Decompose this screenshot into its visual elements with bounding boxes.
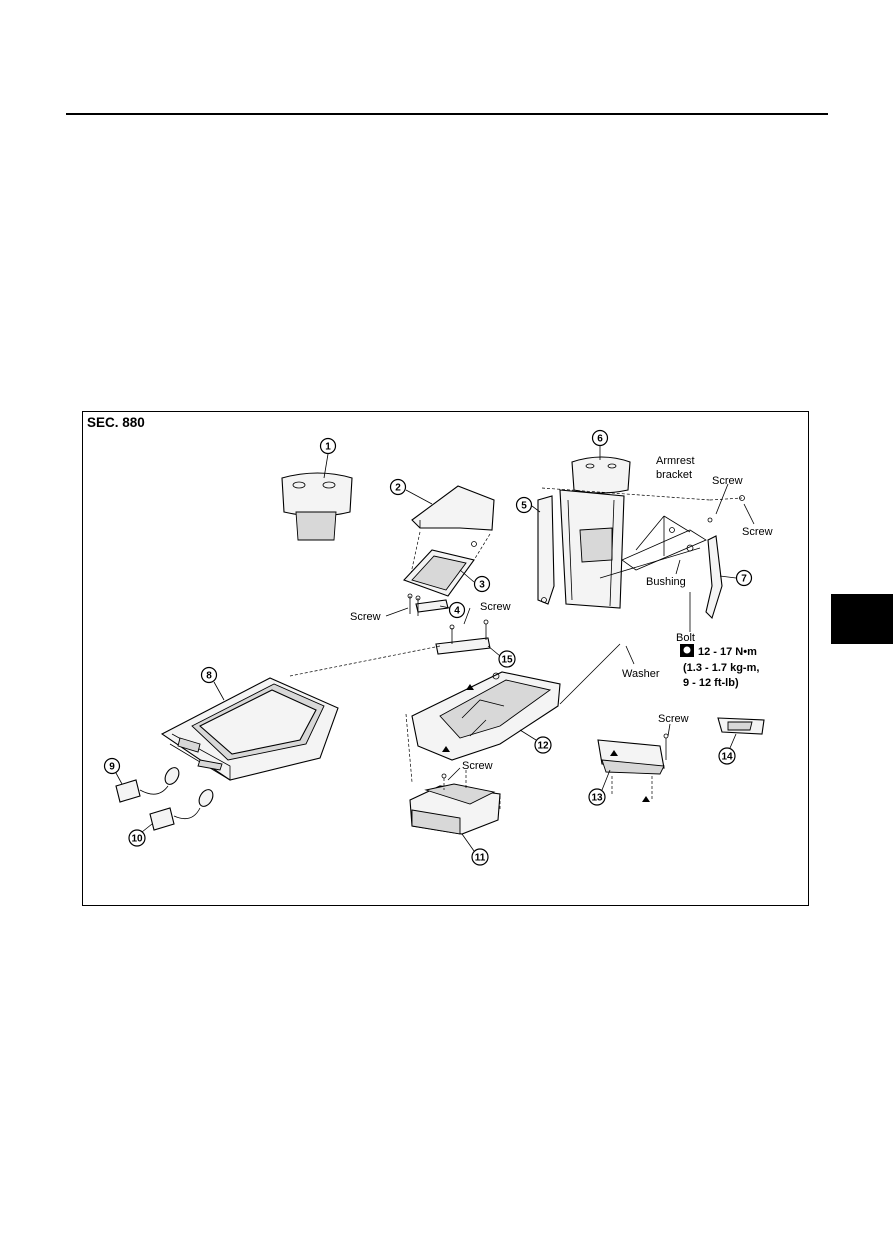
header-rule [66, 113, 828, 115]
part-lamp-harness-9 [115, 767, 180, 803]
svg-text:12: 12 [537, 741, 549, 752]
bushing-label: Bushing [646, 576, 686, 588]
part-hinge-plate [435, 619, 491, 655]
screw-label-left: Screw [350, 611, 381, 623]
svg-text:1: 1 [325, 442, 331, 453]
part-rear-armrest-pad [571, 456, 631, 494]
torque-line-2: (1.3 - 1.7 kg-m, [683, 662, 759, 674]
svg-text:11: 11 [475, 853, 486, 864]
callout-15: 15 [487, 645, 516, 668]
callout-3: 3 [459, 569, 491, 593]
part-right-side-trim [705, 495, 745, 620]
callout-11: 11 [461, 833, 489, 866]
part-lamp-harness-10 [149, 789, 214, 831]
exploded-diagram-frame: SEC. 880 [82, 411, 809, 906]
torque-line-3: 9 - 12 ft-lb) [683, 677, 739, 689]
callout-13: 13 [588, 769, 611, 806]
torque-spec: 12 - 17 N•m (1.3 - 1.7 kg-m, 9 - 12 ft-l… [680, 644, 759, 689]
part-rear-panel [597, 733, 669, 800]
callout-1: 1 [319, 437, 337, 479]
svg-text:7: 7 [741, 574, 747, 585]
callout-6: 6 [591, 429, 609, 460]
armrest-bracket-label-line1: Armrest [656, 455, 695, 467]
callout-14: 14 [718, 733, 737, 765]
part-lid-tray [403, 531, 491, 597]
callout-2: 2 [389, 478, 433, 505]
screw-label-right-top: Screw [712, 475, 743, 487]
screw-label-right-far: Screw [742, 526, 773, 538]
screw-label-13: Screw [658, 713, 689, 725]
armrest-bracket-label-line2: bracket [656, 469, 692, 481]
svg-text:14: 14 [721, 752, 733, 763]
triangle-markers [442, 684, 650, 802]
callout-7: 7 [719, 569, 753, 587]
part-left-side-panel [537, 495, 555, 605]
part-console-box [160, 645, 441, 781]
svg-text:10: 10 [131, 834, 143, 845]
part-armrest-bracket [541, 487, 743, 609]
svg-text:5: 5 [521, 501, 527, 512]
bolt-label: Bolt [676, 632, 695, 644]
leader-lines [385, 483, 755, 781]
part-latch [407, 593, 449, 616]
svg-text:9: 9 [109, 762, 115, 773]
callout-12: 12 [519, 729, 552, 754]
svg-text:13: 13 [591, 793, 603, 804]
callout-4: 4 [439, 601, 466, 619]
callout-9: 9 [103, 757, 123, 785]
screw-label-lower: Screw [462, 760, 493, 772]
callout-8: 8 [200, 666, 225, 701]
screw-label-mid: Screw [480, 601, 511, 613]
section-tab [831, 594, 893, 644]
svg-text:8: 8 [206, 671, 212, 682]
svg-text:6: 6 [597, 434, 603, 445]
svg-text:3: 3 [479, 580, 485, 591]
svg-text:15: 15 [501, 655, 513, 666]
svg-text:4: 4 [454, 606, 460, 617]
callout-5: 5 [515, 496, 541, 514]
washer-label: Washer [622, 668, 660, 680]
callout-10: 10 [128, 823, 153, 847]
part-switch [717, 717, 765, 735]
section-label: SEC. 880 [87, 415, 145, 430]
part-console-lid [411, 485, 495, 531]
part-armrest-pad [281, 472, 353, 541]
part-console-body [405, 643, 621, 783]
svg-text:2: 2 [395, 483, 401, 494]
part-cup-holder [409, 770, 501, 835]
torque-line-1: 12 - 17 N•m [698, 646, 757, 658]
